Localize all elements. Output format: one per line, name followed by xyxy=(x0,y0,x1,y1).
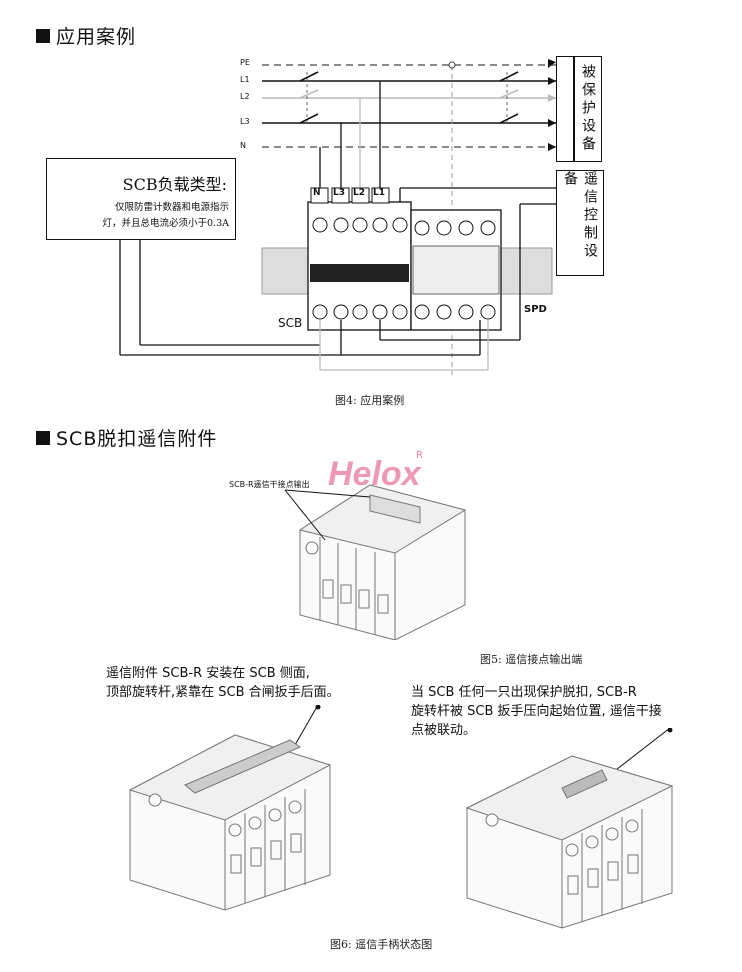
line-label-n: N xyxy=(240,141,246,150)
terminal-label-n: N xyxy=(313,188,321,198)
note-right-line1: 当 SCB 任何一只出现保护脱扣, SCB-R xyxy=(411,685,637,700)
note-right-line2: 旋转杆被 SCB 扳手压向起始位置, 遥信干接 xyxy=(411,704,662,719)
scb-load-type-desc-line1: 仅限防雷计数器和电源指示 xyxy=(114,202,229,213)
note-left: 遥信附件 SCB-R 安装在 SCB 侧面, 顶部旋转杆,紧靠在 SCB 合闸扳… xyxy=(106,664,340,702)
square-bullet-icon xyxy=(36,430,50,445)
note-left-line1: 遥信附件 SCB-R 安装在 SCB 侧面, xyxy=(106,666,310,681)
helox-logo: Helox xyxy=(328,455,421,493)
line-label-pe: PE xyxy=(240,58,250,67)
section-title-application: 应用案例 xyxy=(36,22,136,49)
note-right: 当 SCB 任何一只出现保护脱扣, SCB-R 旋转杆被 SCB 扳手压向起始位… xyxy=(411,683,662,740)
handle-state-illustration-left xyxy=(128,705,332,911)
terminal-label-l3: L3 xyxy=(333,188,345,198)
spd-label: SPD xyxy=(524,304,547,315)
section-title-remote-accessory: SCB脱扣遥信附件 xyxy=(36,424,217,451)
remote-contact-callout: SCB-R遥信干接点输出 xyxy=(229,480,310,489)
handle-state-illustration-right xyxy=(465,728,674,929)
remote-control-device-label: 遥信控制设备 xyxy=(562,171,598,261)
scb-load-type-title: SCB负载类型: xyxy=(122,175,227,194)
scb-load-type-desc-line2: 灯，并且总电流必须小于0.3A xyxy=(102,218,229,229)
figure4-caption: 图4: 应用案例 xyxy=(335,394,405,407)
protected-device-label: 被保护设备 xyxy=(580,64,596,154)
note-left-line2: 顶部旋转杆,紧靠在 SCB 合闸扳手后面。 xyxy=(106,685,340,700)
scb-label: SCB xyxy=(278,316,303,330)
figure6-caption: 图6: 遥信手柄状态图 xyxy=(330,938,433,951)
line-label-l1: L1 xyxy=(240,75,250,84)
note-right-line3: 点被联动。 xyxy=(411,723,477,738)
terminal-label-l2: L2 xyxy=(353,188,365,198)
application-wiring-diagram xyxy=(119,59,556,375)
line-label-l2: L2 xyxy=(240,92,250,101)
terminal-label-l1: L1 xyxy=(373,188,385,198)
figure5-caption: 图5: 遥信接点输出端 xyxy=(480,653,583,666)
protected-device-bar xyxy=(556,56,574,162)
scb-load-type-box: SCB负载类型: 仅限防雷计数器和电源指示 灯，并且总电流必须小于0.3A xyxy=(46,158,236,240)
registered-mark: R xyxy=(416,450,423,461)
remote-contact-output-illustration xyxy=(284,484,467,640)
protected-device-box: 被保护设备 xyxy=(574,56,602,162)
section-title-text: 应用案例 xyxy=(56,26,137,48)
remote-control-device-box: 遥信控制设备 xyxy=(556,170,604,276)
square-bullet-icon xyxy=(36,28,50,43)
line-label-l3: L3 xyxy=(240,117,250,126)
section-title-text: SCB脱扣遥信附件 xyxy=(56,428,218,450)
